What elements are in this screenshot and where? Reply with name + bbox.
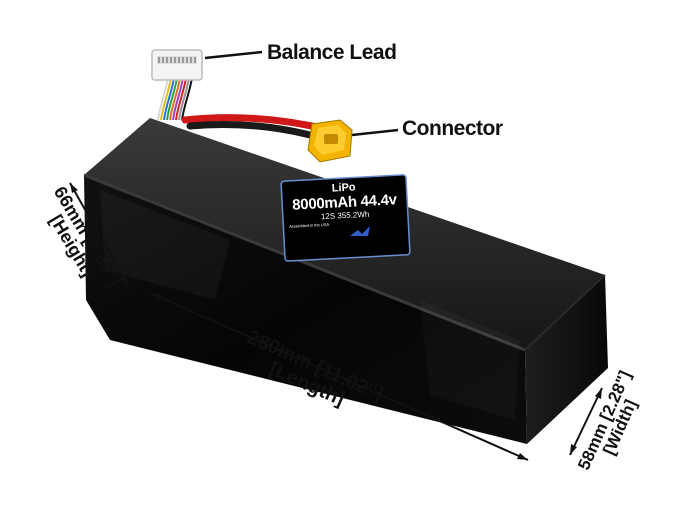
battery-label — [280, 174, 411, 262]
balance-lead-callout: Balance Lead — [267, 41, 397, 64]
balance-lead-wires — [157, 77, 196, 121]
balance-lead-pointer — [204, 50, 263, 60]
brand-logo-icon — [350, 226, 370, 236]
width-dimension-arrow — [569, 387, 603, 456]
balance-plug — [151, 49, 203, 81]
power-wires — [181, 114, 334, 144]
connector-plug — [307, 119, 353, 163]
length-dimension-arrow — [149, 292, 529, 461]
connector-pointer — [351, 128, 399, 137]
connector-callout: Connector — [402, 117, 503, 140]
height-dimension-arrow — [69, 182, 129, 287]
label-text-group: LiPo 8000mAh 44.4v 12S 355.2Wh Assembled… — [281, 179, 408, 230]
